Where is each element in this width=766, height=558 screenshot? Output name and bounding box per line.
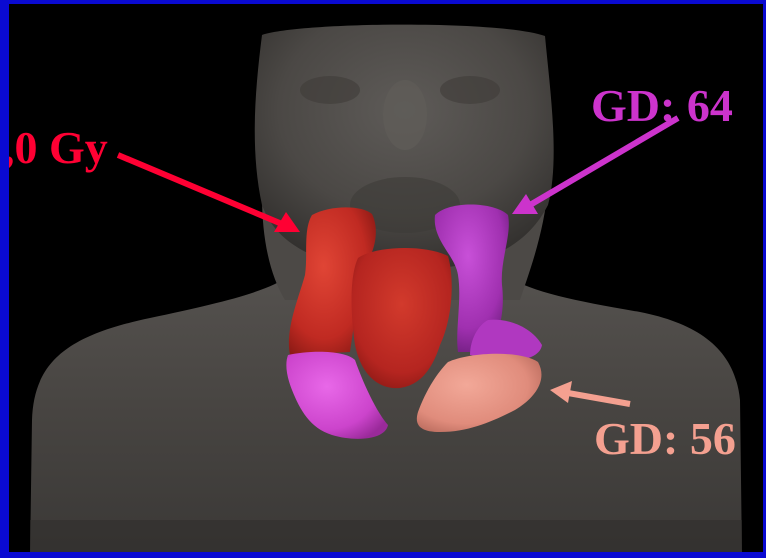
dose-label-bottom-right: GD: 56: [594, 416, 736, 462]
dose-label-top-right: GD: 64: [591, 83, 733, 129]
dose-label-left: ,0 Gy: [3, 125, 108, 171]
